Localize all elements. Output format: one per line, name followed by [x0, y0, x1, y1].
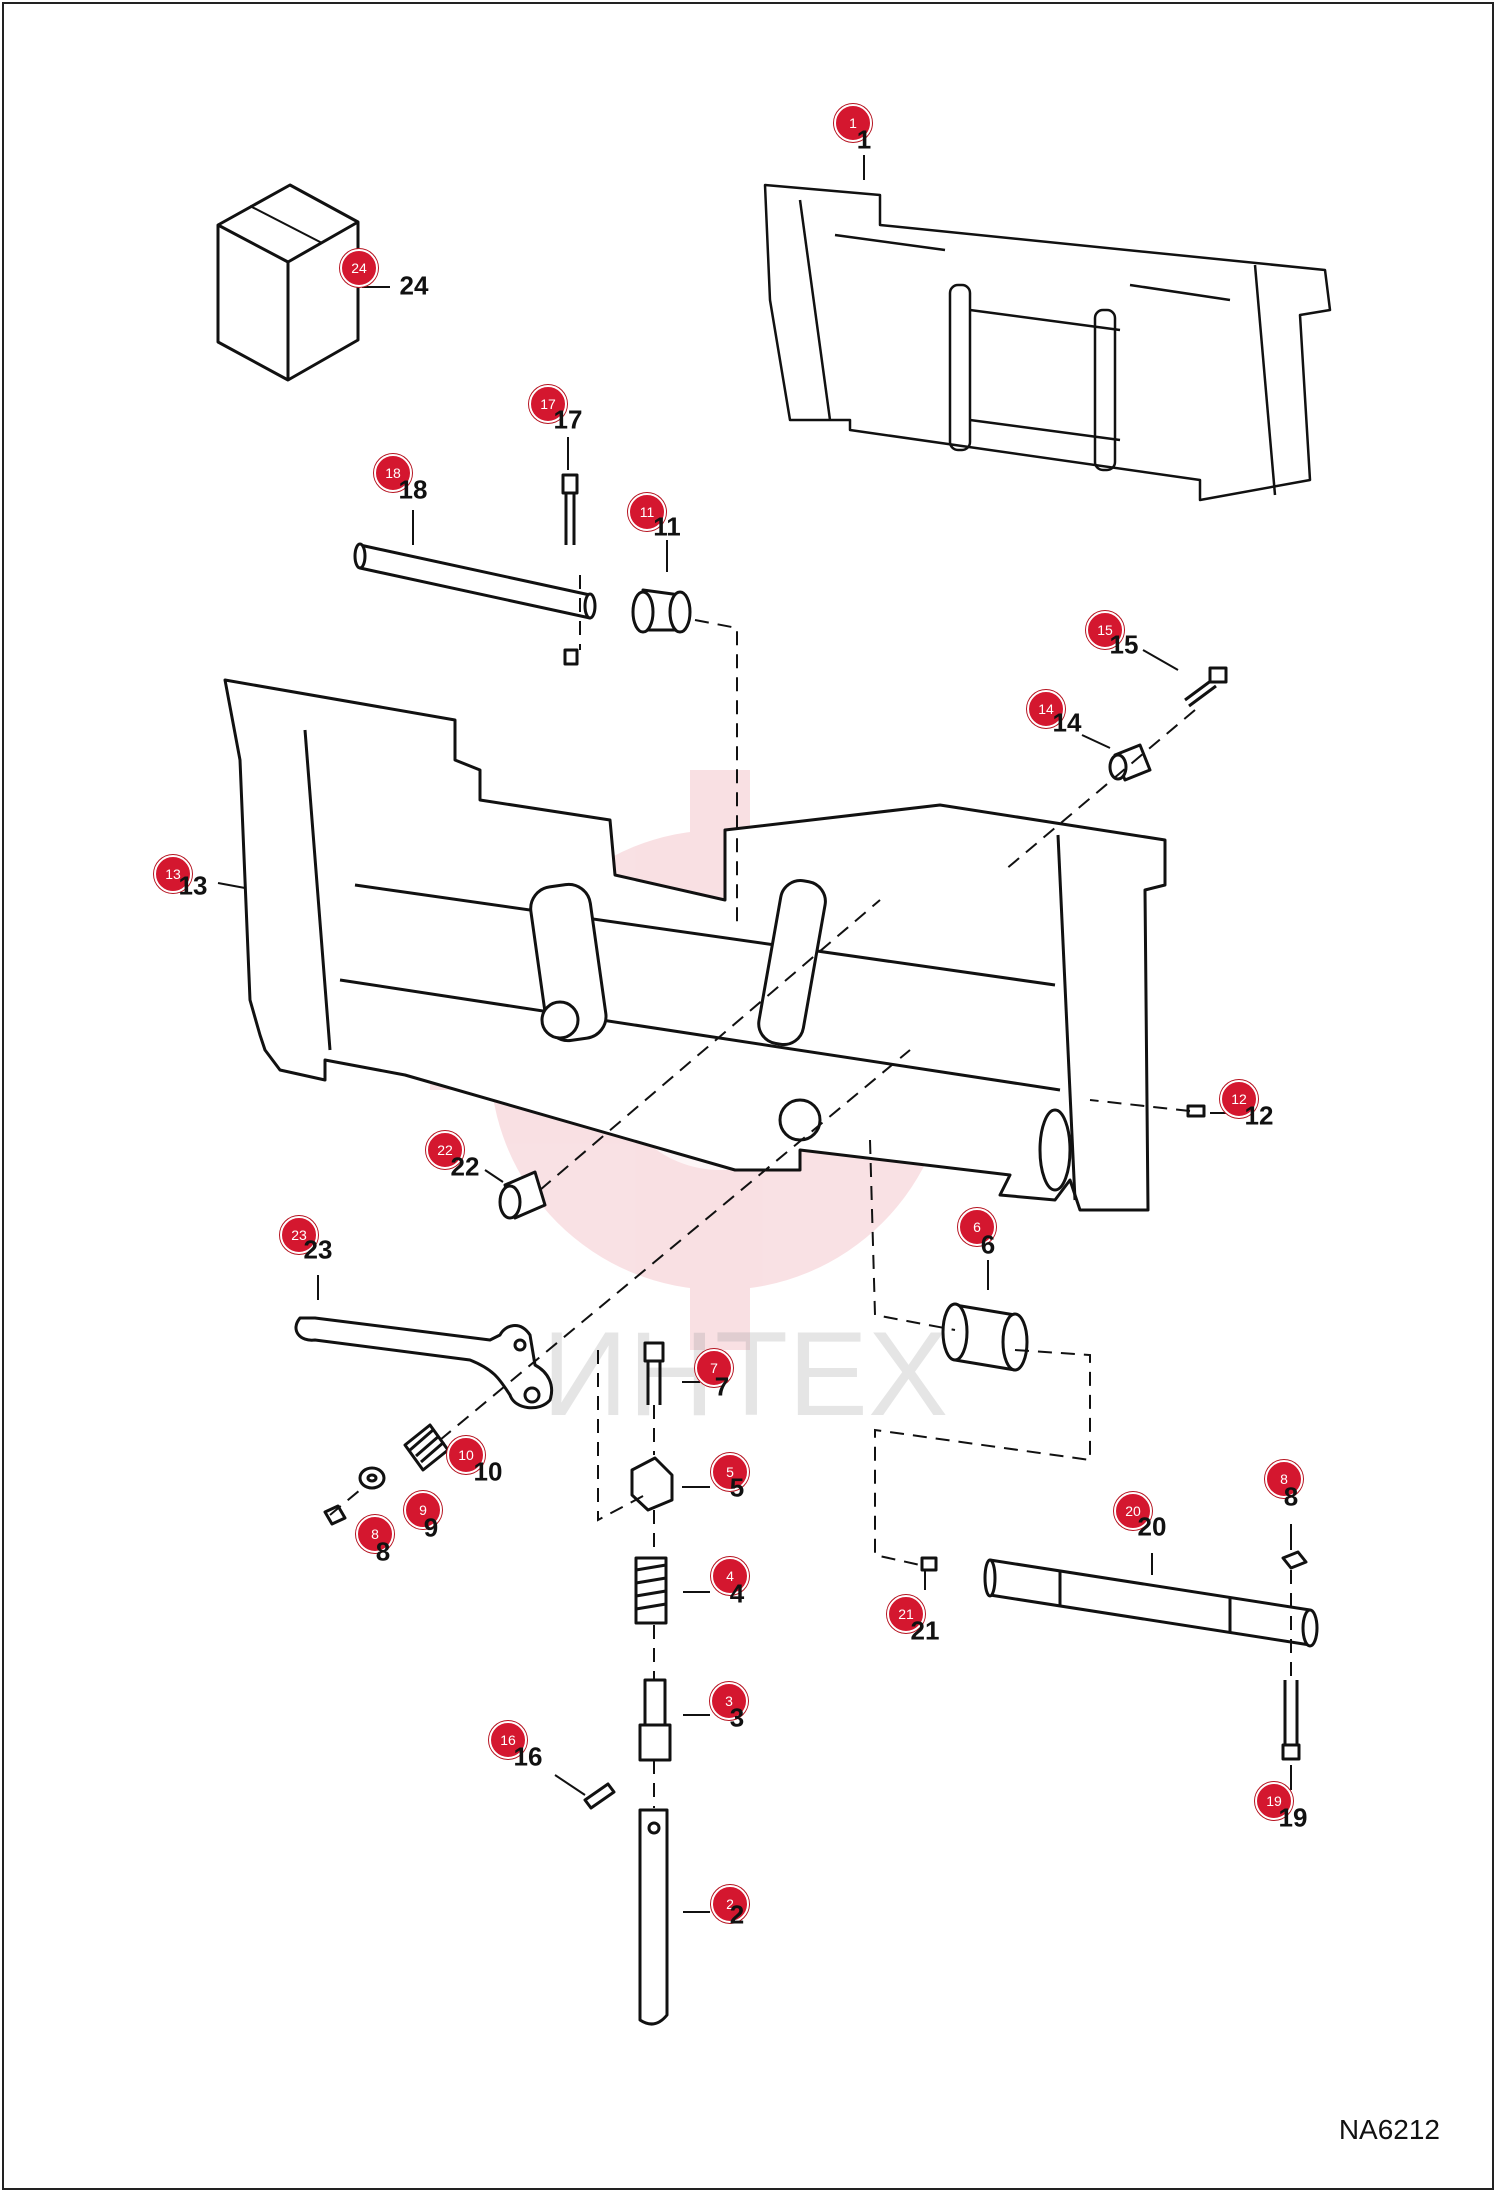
part-number-24: 24: [399, 270, 429, 301]
callout-part-19[interactable]: 19: [1255, 1782, 1293, 1820]
part-number-21: 21: [910, 1615, 940, 1646]
part-number-19: 19: [1278, 1802, 1308, 1833]
callout-part-24[interactable]: 24: [340, 249, 378, 287]
part-23-handle: [294, 1316, 554, 1410]
assembly-lines: [329, 575, 1292, 1808]
callout-part-8-right[interactable]: 8: [1265, 1460, 1303, 1498]
part-22-bushing: [498, 1170, 547, 1220]
part-number-9: 9: [423, 1512, 439, 1543]
part-4-spring: [634, 1556, 668, 1625]
drawing-code: NA6212: [1338, 2114, 1440, 2145]
part-number-18: 18: [398, 474, 428, 505]
callout-part-15[interactable]: 15: [1086, 611, 1124, 649]
part-number-6: 6: [980, 1229, 996, 1260]
part-20-pin: [983, 1558, 1319, 1648]
part-number-2: 2: [729, 1899, 745, 1930]
callout-part-14[interactable]: 14: [1027, 690, 1065, 728]
callout-part-9[interactable]: 9: [404, 1491, 442, 1529]
callout-part-5[interactable]: 5: [711, 1453, 749, 1491]
part-number-17: 17: [553, 404, 583, 435]
part-18-pin: [353, 542, 597, 620]
part-1-attachment-frame: [763, 183, 1332, 502]
part-number-12: 12: [1244, 1100, 1274, 1131]
part-21-fitting: [920, 1556, 938, 1572]
part-number-14: 14: [1052, 707, 1082, 738]
part-24-kit-box: [216, 183, 360, 382]
part-number-10: 10: [473, 1456, 503, 1487]
part-8-nut-right: [1281, 1550, 1308, 1570]
callout-part-11[interactable]: 11: [628, 493, 666, 531]
part-number-16: 16: [513, 1741, 543, 1772]
leader-lines: [217, 155, 1292, 1913]
part-12-fitting: [1186, 1104, 1206, 1118]
part-5-block: [630, 1456, 674, 1512]
part-number-8-left: 8: [375, 1536, 391, 1567]
callout-part-10[interactable]: 10: [447, 1436, 485, 1474]
part-6-bushing: [941, 1302, 1029, 1372]
callout-part-2[interactable]: 2: [711, 1885, 749, 1923]
callout-part-7[interactable]: 7: [695, 1349, 733, 1387]
part-13-main-frame: [223, 678, 1167, 1212]
callout-part-21[interactable]: 21: [887, 1595, 925, 1633]
part-3-plunger: [638, 1678, 672, 1762]
part-15-bolt: [1184, 666, 1228, 708]
part-11-bushing: [631, 588, 692, 634]
callout-part-20[interactable]: 20: [1114, 1492, 1152, 1530]
part-16-roll-pin: [583, 1782, 616, 1810]
part-number-3: 3: [729, 1702, 745, 1733]
part-number-22: 22: [450, 1151, 480, 1182]
callout-part-8-left[interactable]: 8: [356, 1515, 394, 1553]
part-17-bolt: [561, 473, 579, 666]
part-number-7: 7: [714, 1371, 730, 1402]
callout-part-12[interactable]: 12: [1220, 1080, 1258, 1118]
part-number-15: 15: [1109, 629, 1139, 660]
part-number-23: 23: [303, 1234, 333, 1265]
part-number-11: 11: [653, 511, 681, 542]
part-9-washer: [358, 1466, 386, 1490]
part-19-bolt: [1281, 1680, 1301, 1761]
part-number-5: 5: [729, 1472, 745, 1503]
part-number-1: 1: [856, 124, 872, 155]
callout-part-16[interactable]: 16: [489, 1721, 527, 1759]
callout-part-23[interactable]: 23: [280, 1216, 318, 1254]
callout-part-3[interactable]: 3: [710, 1682, 748, 1720]
watermark-text: ИНТЕХ: [542, 1307, 948, 1441]
callout-part-18[interactable]: 18: [374, 454, 412, 492]
callout-part-17[interactable]: 17: [529, 385, 567, 423]
part-number-4: 4: [729, 1578, 745, 1609]
callout-part-1[interactable]: 1: [834, 104, 872, 142]
part-10-spring: [403, 1423, 450, 1472]
part-2-pin: [638, 1808, 669, 2026]
callout-part-22[interactable]: 22: [426, 1131, 464, 1169]
part-number-13: 13: [178, 870, 208, 901]
callout-part-6[interactable]: 6: [958, 1208, 996, 1246]
part-number-20: 20: [1137, 1511, 1167, 1542]
part-8-nut-left: [323, 1504, 347, 1526]
part-7-bolt: [643, 1341, 665, 1405]
part-number-8-right: 8: [1283, 1481, 1299, 1512]
callout-part-13[interactable]: 13: [154, 855, 192, 893]
part-14-bushing: [1108, 743, 1152, 782]
callout-part-4[interactable]: 4: [711, 1557, 749, 1595]
